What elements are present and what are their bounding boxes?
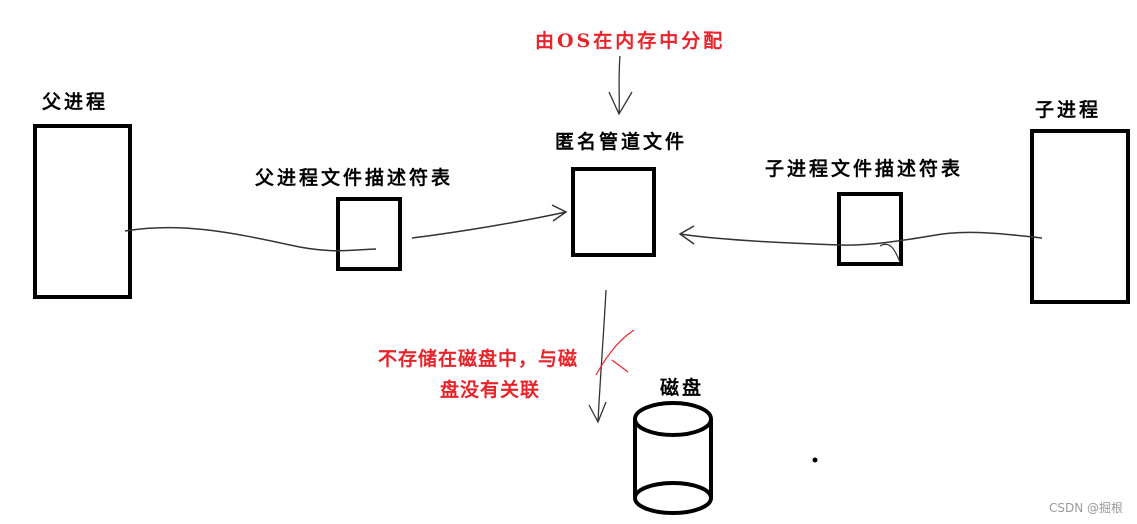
child-process-label: 子进程 — [1035, 99, 1102, 121]
child-fd-scribble — [879, 243, 901, 263]
os-alloc-label: 由OS在内存中分配 — [535, 30, 726, 52]
stray-dot — [812, 457, 818, 463]
not-on-disk-note-line1: 不存储在磁盘中，与磁 — [378, 348, 579, 370]
fd-to-pipe-arrow — [411, 204, 568, 239]
red-scribble — [595, 329, 635, 376]
parent-fd-table-box — [336, 197, 402, 271]
child-process-box — [1030, 129, 1130, 304]
pipe-to-disk-arrow — [588, 289, 607, 424]
anon-pipe-label: 匿名管道文件 — [555, 131, 688, 153]
disk-label: 磁盘 — [660, 377, 705, 399]
parent-process-label: 父进程 — [42, 91, 109, 113]
watermark: CSDN @掘根 — [1048, 501, 1123, 515]
anon-pipe-box — [571, 167, 656, 257]
parent-to-fd-line — [124, 226, 377, 252]
child-to-pipe-arrow — [678, 225, 1043, 246]
disk-cylinder-icon — [633, 401, 713, 515]
parent-fd-table-label: 父进程文件描述符表 — [255, 167, 454, 189]
not-on-disk-note-line2: 盘没有关联 — [440, 379, 541, 401]
child-fd-table-label: 子进程文件描述符表 — [765, 158, 964, 180]
os-alloc-arrow — [608, 55, 633, 116]
parent-process-box — [33, 124, 132, 299]
child-fd-table-box — [837, 192, 903, 266]
